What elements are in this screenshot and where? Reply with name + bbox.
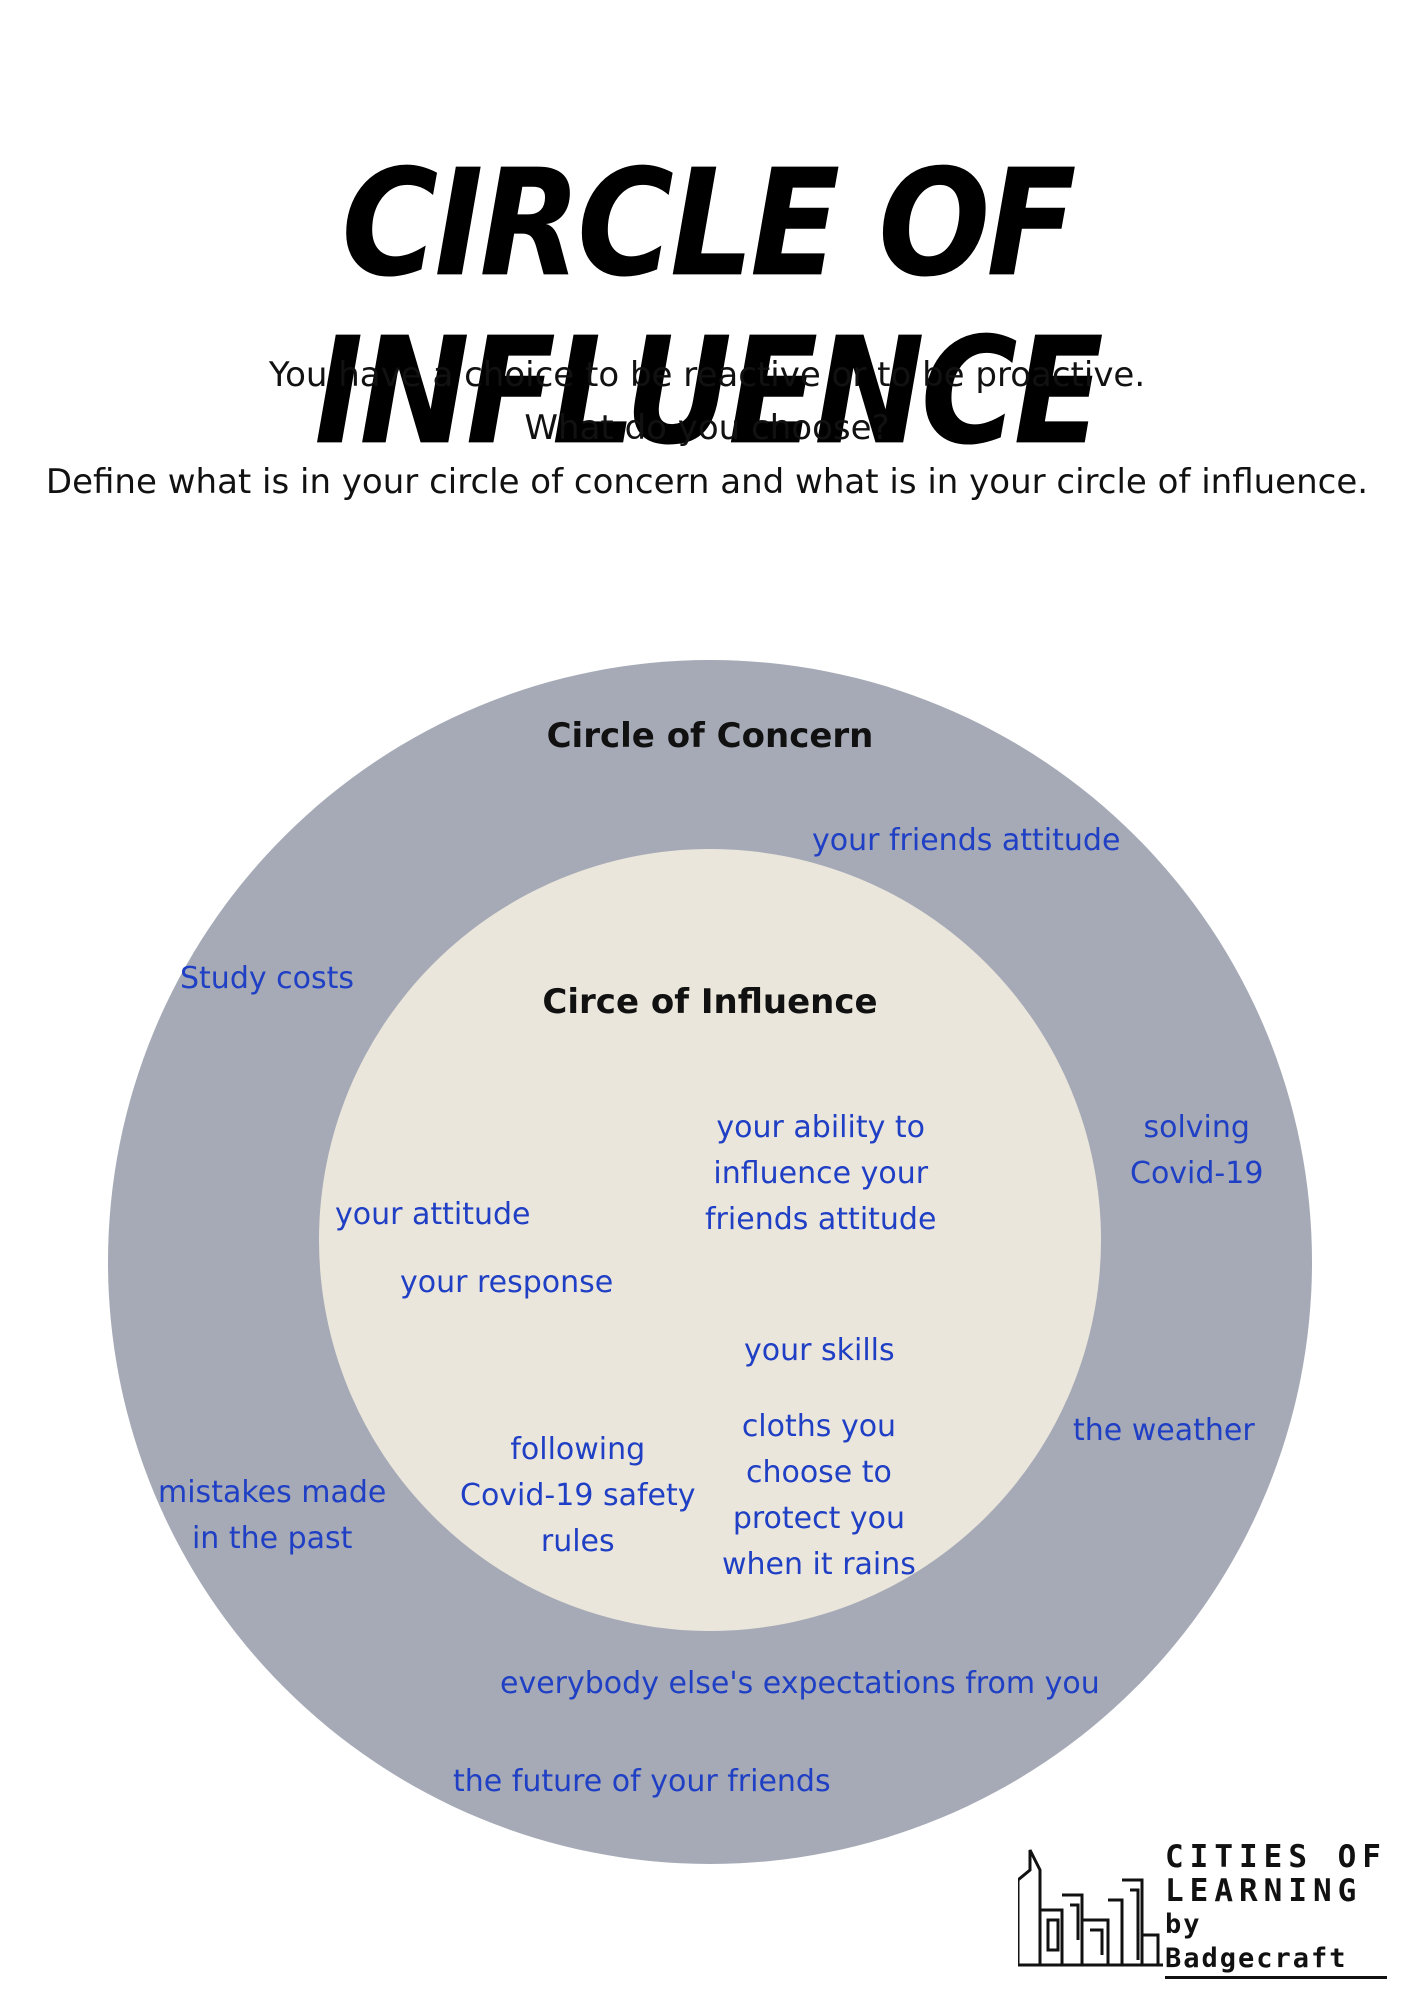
influence-item: your skills [744, 1333, 895, 1368]
logo-line-3: by Badgecraft [1165, 1908, 1387, 1979]
influence-item: your response [400, 1265, 614, 1300]
influence-item: cloths you choose to protect you when it… [722, 1409, 916, 1582]
concern-item: everybody else's expectations from you [500, 1666, 1100, 1701]
influence-item: your attitude [335, 1197, 531, 1232]
intro-line-3: Define what is in your circle of concern… [45, 462, 1369, 502]
concern-item: your friends attitude [812, 823, 1121, 858]
concern-item: Study costs [180, 961, 355, 996]
influence-item: following Covid-19 safety rules [460, 1432, 696, 1559]
intro-line-1: You have a choice to be reactive or to b… [268, 355, 1146, 395]
concern-item: the future of your friends [453, 1764, 831, 1799]
concern-item: mistakes made in the past [158, 1475, 387, 1556]
inner-circle [319, 849, 1101, 1631]
outer-circle-heading: Circle of Concern [546, 716, 874, 756]
logo-line-1: CITIES OF [1165, 1839, 1387, 1875]
logo-text: CITIES OF LEARNING by Badgecraft [1165, 1840, 1387, 1979]
intro-line-2: What do you choose? [524, 408, 890, 448]
cities-of-learning-logo-icon [1018, 1849, 1163, 1967]
page-title: CIRCLE OF INFLUENCE [314, 137, 1104, 479]
concern-item: solving Covid-19 [1130, 1110, 1264, 1191]
influence-item: your ability to influence your friends a… [705, 1110, 937, 1237]
logo-line-2: LEARNING [1165, 1873, 1363, 1909]
concern-item: the weather [1073, 1413, 1255, 1448]
inner-circle-heading: Circe of Influence [542, 982, 878, 1022]
